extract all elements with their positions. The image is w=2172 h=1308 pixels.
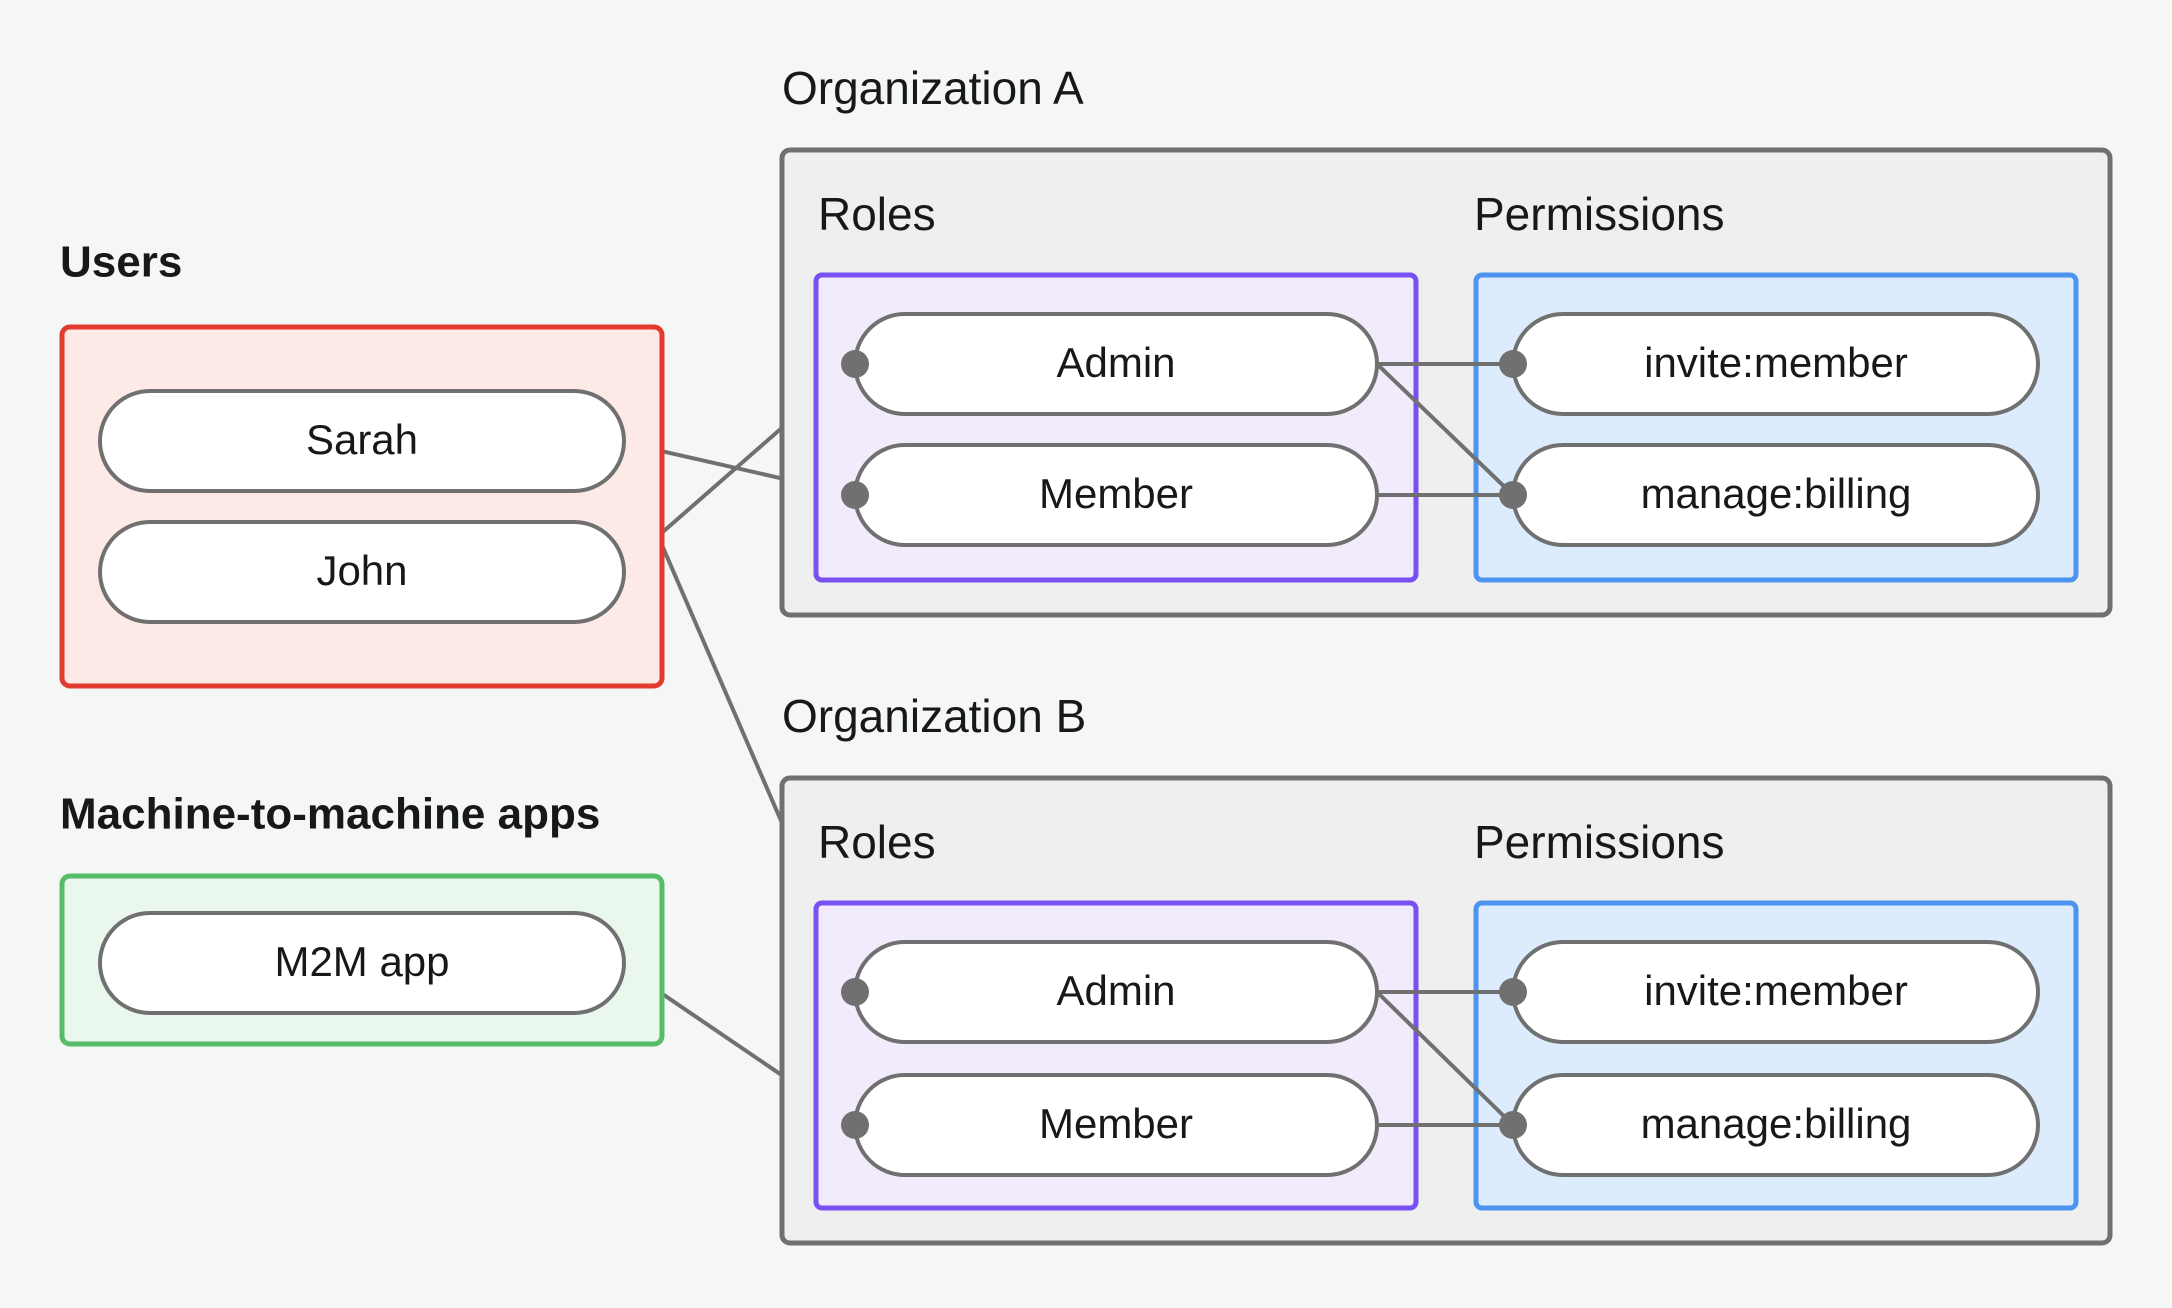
organization-a-roles-heading: Roles	[818, 188, 936, 240]
permission-pill-label: manage:billing	[1641, 470, 1912, 517]
permission-pill-label: invite:member	[1644, 967, 1908, 1014]
user-pill-sarah[interactable]: Sarah	[98, 389, 626, 493]
role-pill-label: Admin	[1056, 339, 1175, 386]
role-pill-label: Admin	[1056, 967, 1175, 1014]
organization-b-roles-heading: Roles	[818, 816, 936, 868]
edge-orgB-admin-to-manage-billing	[1375, 990, 1515, 1127]
organization-b-role-member[interactable]: Member	[853, 1073, 1379, 1177]
connector-dot-orgA-perm-invite-member	[1499, 350, 1527, 378]
pill-shape	[98, 520, 626, 624]
organization-b-role-admin[interactable]: Admin	[853, 940, 1379, 1044]
organization-a-role-permission-edges	[1375, 362, 1515, 497]
role-pill-label: Member	[1039, 470, 1193, 517]
organization-a-permissions-heading: Permissions	[1474, 188, 1725, 240]
machine-apps-group-title: Machine-to-machine apps	[60, 790, 600, 839]
user-pill-label: John	[316, 547, 407, 594]
organization-b-permissions-heading: Permissions	[1474, 816, 1725, 868]
organization-b-role-permission-edges	[1375, 990, 1515, 1127]
group-users: Users Sarah John	[59, 238, 665, 689]
pill-shape	[98, 389, 626, 493]
permission-pill-label: manage:billing	[1641, 1100, 1912, 1147]
m2m-pill-app[interactable]: M2M app	[98, 911, 626, 1015]
organization-a-permission-invite-member[interactable]: invite:member	[1511, 312, 2040, 416]
organization-b-permission-manage-billing[interactable]: manage:billing	[1511, 1073, 2040, 1177]
user-pill-john[interactable]: John	[98, 520, 626, 624]
role-pill-label: Member	[1039, 1100, 1193, 1147]
connector-dot-orgB-role-admin	[841, 978, 869, 1006]
connector-dot-orgA-perm-manage-billing	[1499, 481, 1527, 509]
user-pill-label: Sarah	[306, 416, 418, 463]
permission-pill-label: invite:member	[1644, 339, 1908, 386]
organization-a-role-member[interactable]: Member	[853, 443, 1379, 547]
connector-dot-orgB-role-member	[841, 1111, 869, 1139]
organization-b: Organization B Roles Permissions Admin M…	[779, 690, 2113, 1246]
organization-a-role-admin[interactable]: Admin	[853, 312, 1379, 416]
organization-b-permission-invite-member[interactable]: invite:member	[1511, 940, 2040, 1044]
group-machine-apps: Machine-to-machine apps M2M app	[59, 790, 665, 1047]
organization-a: Organization A Roles Permissions Admin	[779, 62, 2113, 618]
organization-a-permission-manage-billing[interactable]: manage:billing	[1511, 443, 2040, 547]
edge-orgA-admin-to-manage-billing	[1375, 362, 1515, 497]
m2m-pill-label: M2M app	[274, 938, 449, 985]
organization-a-title: Organization A	[782, 62, 1084, 114]
connector-dot-orgB-perm-invite-member	[1499, 978, 1527, 1006]
connector-dot-orgB-perm-manage-billing	[1499, 1111, 1527, 1139]
users-group-title: Users	[60, 238, 182, 287]
connector-dot-orgA-role-member	[841, 481, 869, 509]
organization-b-title: Organization B	[782, 690, 1086, 742]
connector-dot-orgA-role-admin	[841, 350, 869, 378]
users-group-box	[59, 324, 665, 689]
pill-shape	[98, 911, 626, 1015]
